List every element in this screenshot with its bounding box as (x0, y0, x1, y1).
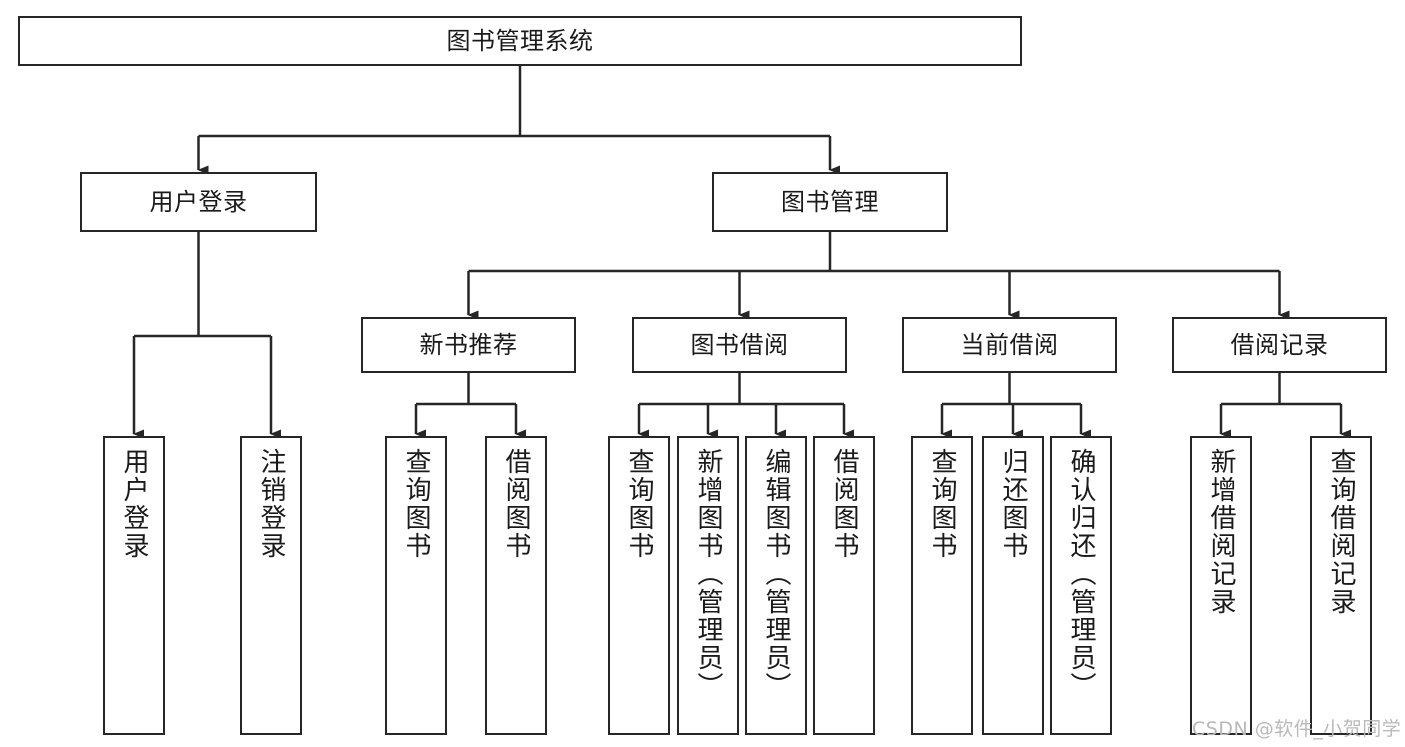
node-leaf-query-book-cur[interactable]: 查询图书 (911, 436, 973, 735)
node-current-borrow[interactable]: 当前借阅 (902, 317, 1117, 373)
node-leaf-borrow-book[interactable]: 借阅图书 (813, 436, 875, 735)
node-leaf-borrow-book-rec[interactable]: 借阅图书 (485, 436, 547, 735)
node-book-borrow[interactable]: 图书借阅 (632, 317, 847, 373)
node-label-leaf-edit-book: 编辑图书（管理员） (761, 448, 791, 700)
node-label-leaf-add-book: 新增图书（管理员） (693, 448, 723, 700)
node-label-leaf-logout: 注销登录 (256, 448, 286, 560)
node-label-leaf-add-record: 新增借阅记录 (1206, 448, 1236, 616)
node-label-leaf-query-book-borrow: 查询图书 (624, 448, 654, 560)
node-label-leaf-confirm-return: 确认归还（管理员） (1066, 448, 1096, 700)
node-leaf-return-book[interactable]: 归还图书 (982, 436, 1044, 735)
node-label-leaf-borrow-book-rec: 借阅图书 (501, 448, 531, 560)
node-label-user-login: 用户登录 (149, 187, 248, 216)
node-label-book-manage: 图书管理 (781, 187, 879, 216)
node-leaf-query-book-rec[interactable]: 查询图书 (385, 436, 447, 735)
node-label-leaf-user-login: 用户登录 (119, 448, 149, 560)
node-new-book-rec[interactable]: 新书推荐 (361, 317, 576, 373)
node-leaf-logout[interactable]: 注销登录 (240, 436, 302, 735)
node-label-leaf-query-book-cur: 查询图书 (927, 448, 957, 560)
node-leaf-query-record[interactable]: 查询借阅记录 (1310, 436, 1372, 735)
node-leaf-edit-book[interactable]: 编辑图书（管理员） (745, 436, 807, 735)
node-leaf-add-record[interactable]: 新增借阅记录 (1190, 436, 1252, 735)
node-leaf-user-login[interactable]: 用户登录 (103, 436, 165, 735)
node-leaf-confirm-return[interactable]: 确认归还（管理员） (1050, 436, 1112, 735)
node-borrow-record[interactable]: 借阅记录 (1172, 317, 1387, 373)
node-label-root: 图书管理系统 (446, 26, 594, 55)
node-leaf-add-book[interactable]: 新增图书（管理员） (677, 436, 739, 735)
node-leaf-query-book-borrow[interactable]: 查询图书 (608, 436, 670, 735)
node-book-manage[interactable]: 图书管理 (712, 172, 948, 232)
node-label-current-borrow: 当前借阅 (960, 330, 1059, 359)
node-label-borrow-record: 借阅记录 (1230, 330, 1329, 359)
node-label-new-book-rec: 新书推荐 (419, 330, 518, 359)
node-label-leaf-return-book: 归还图书 (998, 448, 1028, 560)
node-label-leaf-borrow-book: 借阅图书 (829, 448, 859, 560)
node-label-leaf-query-book-rec: 查询图书 (401, 448, 431, 560)
node-label-leaf-query-record: 查询借阅记录 (1326, 448, 1356, 616)
node-root[interactable]: 图书管理系统 (18, 16, 1022, 66)
node-label-book-borrow: 图书借阅 (690, 330, 789, 359)
node-user-login[interactable]: 用户登录 (80, 172, 317, 232)
